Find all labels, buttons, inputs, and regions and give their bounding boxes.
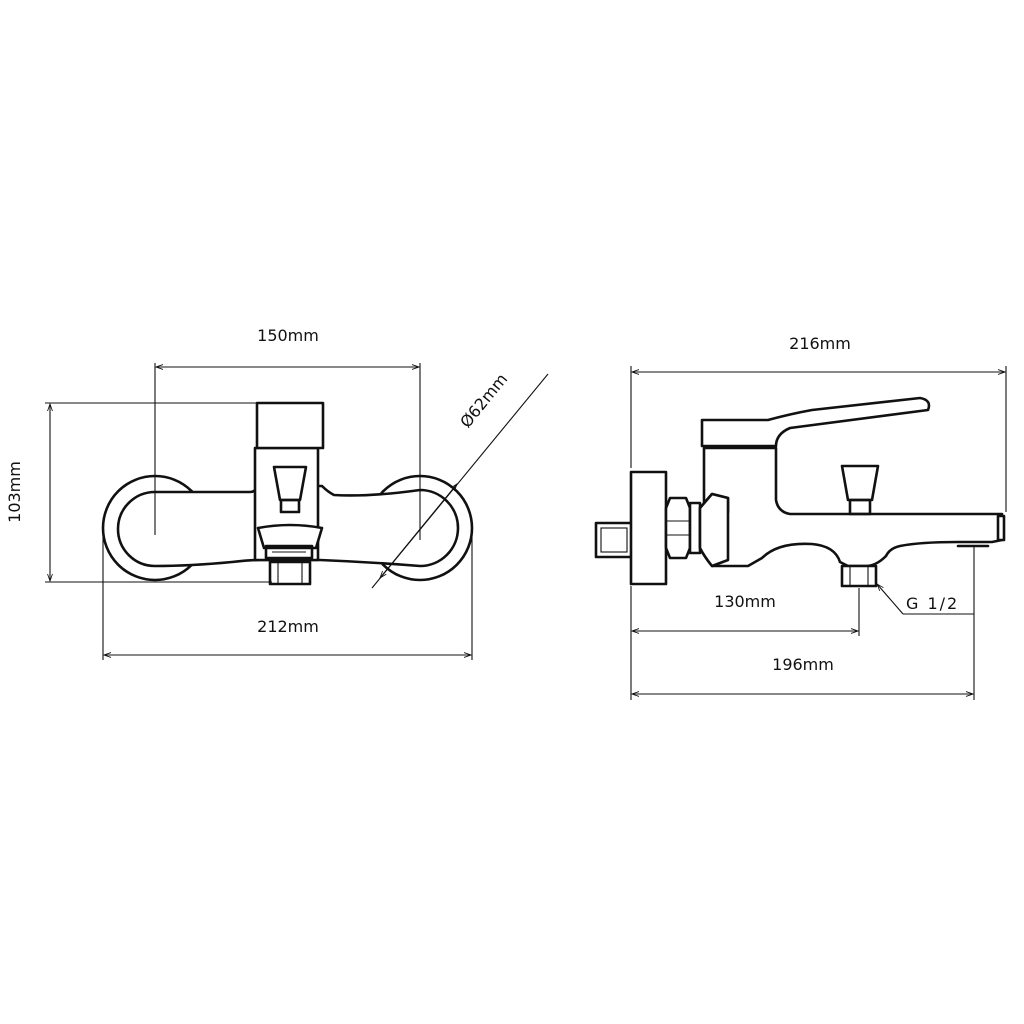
thread-label: G 1/2 xyxy=(906,594,959,613)
front-view: 150mm 103mm Ø62mm 212mm xyxy=(5,326,549,660)
dim-depth-label: 216mm xyxy=(789,334,851,353)
dim-centers-label: 150mm xyxy=(257,326,319,345)
inlet-connector-inner xyxy=(600,527,628,553)
dim-width-label: 212mm xyxy=(257,617,319,636)
outlet-connector xyxy=(268,560,312,586)
valve-shoulder xyxy=(698,492,730,568)
side-outlet-connector xyxy=(840,564,878,588)
lever-handle xyxy=(700,396,931,448)
body-and-spout xyxy=(698,446,1004,568)
spout-tip xyxy=(996,514,1006,542)
dim-diameter-label: Ø62mm xyxy=(456,370,511,432)
handle-cap xyxy=(255,401,325,450)
side-view: 216mm 130mm 196mm G 1/2 xyxy=(594,334,1007,700)
eccentric-ring xyxy=(688,501,702,555)
diverter-knob xyxy=(272,465,308,502)
diameter-line xyxy=(380,484,457,578)
dim-outlet-label: 130mm xyxy=(714,592,776,611)
spout-outlet xyxy=(256,523,324,550)
side-diverter-stem xyxy=(848,498,872,516)
aerator xyxy=(264,544,314,560)
mixer-body-side xyxy=(594,396,1006,588)
mixer-body-front xyxy=(101,401,474,586)
wall-plate xyxy=(629,470,668,586)
side-diverter-knob xyxy=(840,464,880,502)
hex-nut xyxy=(664,496,692,560)
dim-spout-label: 196mm xyxy=(772,655,834,674)
dim-height-label: 103mm xyxy=(5,461,24,523)
thread-leader xyxy=(877,584,904,615)
side-dimensions: 216mm 130mm 196mm G 1/2 xyxy=(630,334,1007,700)
diverter-stem xyxy=(279,498,301,514)
